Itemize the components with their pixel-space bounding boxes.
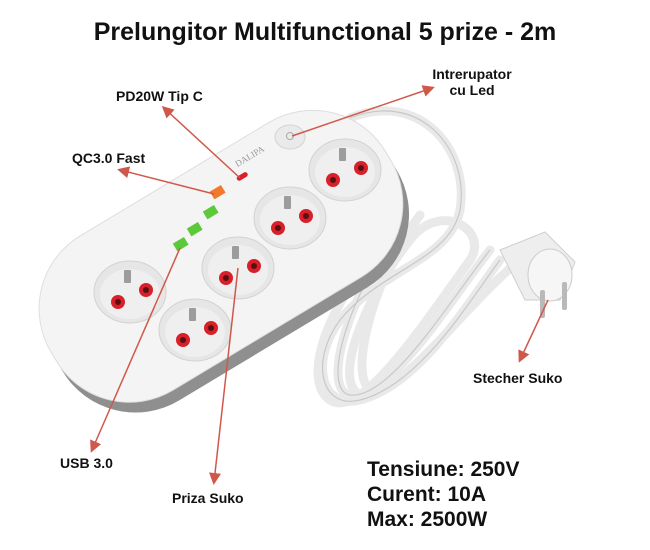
schuko-plug <box>499 231 576 318</box>
label-pd20w: PD20W Tip C <box>116 88 203 104</box>
usb-c-port <box>236 172 248 181</box>
arrow-switch <box>291 85 435 137</box>
label-switch-line1: Intrerupator <box>432 66 512 82</box>
arrow-plug <box>518 299 549 363</box>
arrow-qc <box>117 166 215 195</box>
arrow-socket <box>209 267 239 485</box>
usb-a-port <box>172 236 189 252</box>
label-socket: Priza Suko <box>172 490 244 506</box>
label-switch-line2: cu Led <box>449 82 495 98</box>
spec-max: Max: 2500W <box>367 508 488 531</box>
schuko-socket <box>93 260 167 324</box>
schuko-socket <box>308 138 382 202</box>
usb-qc-port <box>209 184 226 200</box>
led-switch <box>274 124 306 150</box>
usb-ports <box>172 172 248 252</box>
label-switch: Intrerupator cu Led <box>432 66 512 98</box>
spec-current: Curent: 10A <box>367 483 487 506</box>
arrow-usb <box>90 247 181 453</box>
label-usb: USB 3.0 <box>60 455 113 471</box>
spec-voltage: Tensiune: 250V <box>367 458 520 481</box>
label-plug: Stecher Suko <box>473 370 563 386</box>
page-title: Prelungitor Multifunctional 5 prize - 2m <box>93 18 557 46</box>
label-qc30: QC3.0 Fast <box>72 150 146 166</box>
arrow-pd <box>161 105 241 179</box>
schuko-socket <box>253 186 327 250</box>
usb-a-port <box>186 221 203 237</box>
usb-a-port <box>202 204 219 220</box>
schuko-socket <box>158 298 232 362</box>
